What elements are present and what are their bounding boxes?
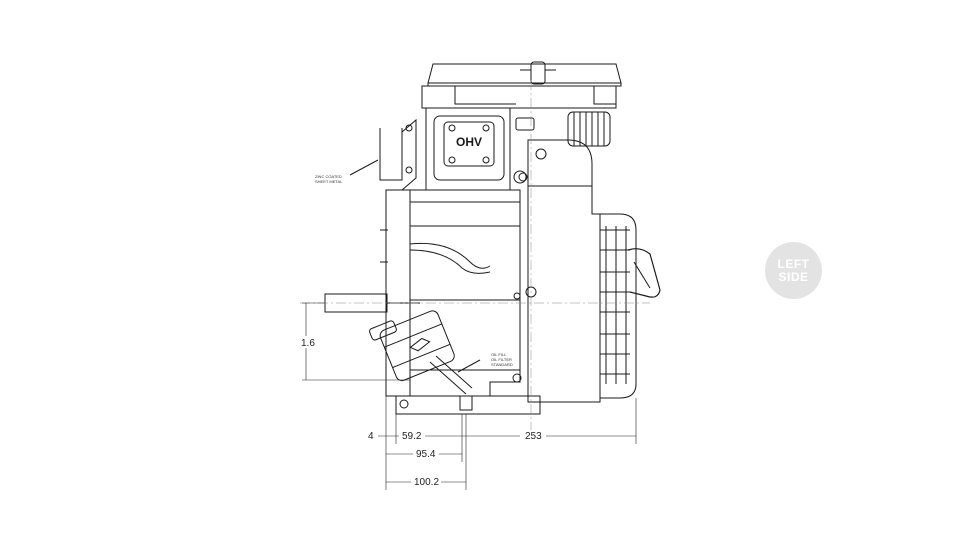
valve-cover-area bbox=[421, 85, 617, 190]
engine-badge-label: OHV bbox=[456, 135, 482, 149]
view-badge-line2: SIDE bbox=[778, 269, 809, 284]
blower-housing bbox=[527, 139, 661, 403]
oil-filter-note-line2: OIL FILTER bbox=[491, 357, 512, 362]
air-cleaner-cover bbox=[427, 61, 622, 87]
dimension-100-2: 100.2 bbox=[414, 477, 439, 488]
view-badge-left-side: LEFT SIDE bbox=[765, 242, 822, 299]
oil-fill-tube bbox=[429, 355, 481, 395]
oil-filter bbox=[369, 310, 455, 382]
engine-base bbox=[395, 395, 541, 415]
dimension-side-height: 1.6 bbox=[301, 338, 315, 349]
centerlines bbox=[300, 80, 650, 436]
oil-filter-note-line3: STANDARD bbox=[491, 362, 513, 367]
sheet-metal-bracket bbox=[349, 118, 417, 191]
dimension-95-4: 95.4 bbox=[416, 449, 436, 460]
view-badge-line1: LEFT bbox=[777, 256, 810, 271]
muffler bbox=[567, 111, 611, 147]
oil-filter-note-line1: OIL FILL bbox=[491, 352, 507, 357]
dimension-left-offset: 4 bbox=[368, 431, 374, 442]
sheet-metal-note-line2: SHEET METAL bbox=[315, 179, 343, 184]
sheet-metal-note-line1: ZINC COATED bbox=[315, 174, 342, 179]
dimension-253: 253 bbox=[525, 431, 542, 442]
dimension-59-2: 59.2 bbox=[402, 431, 422, 442]
